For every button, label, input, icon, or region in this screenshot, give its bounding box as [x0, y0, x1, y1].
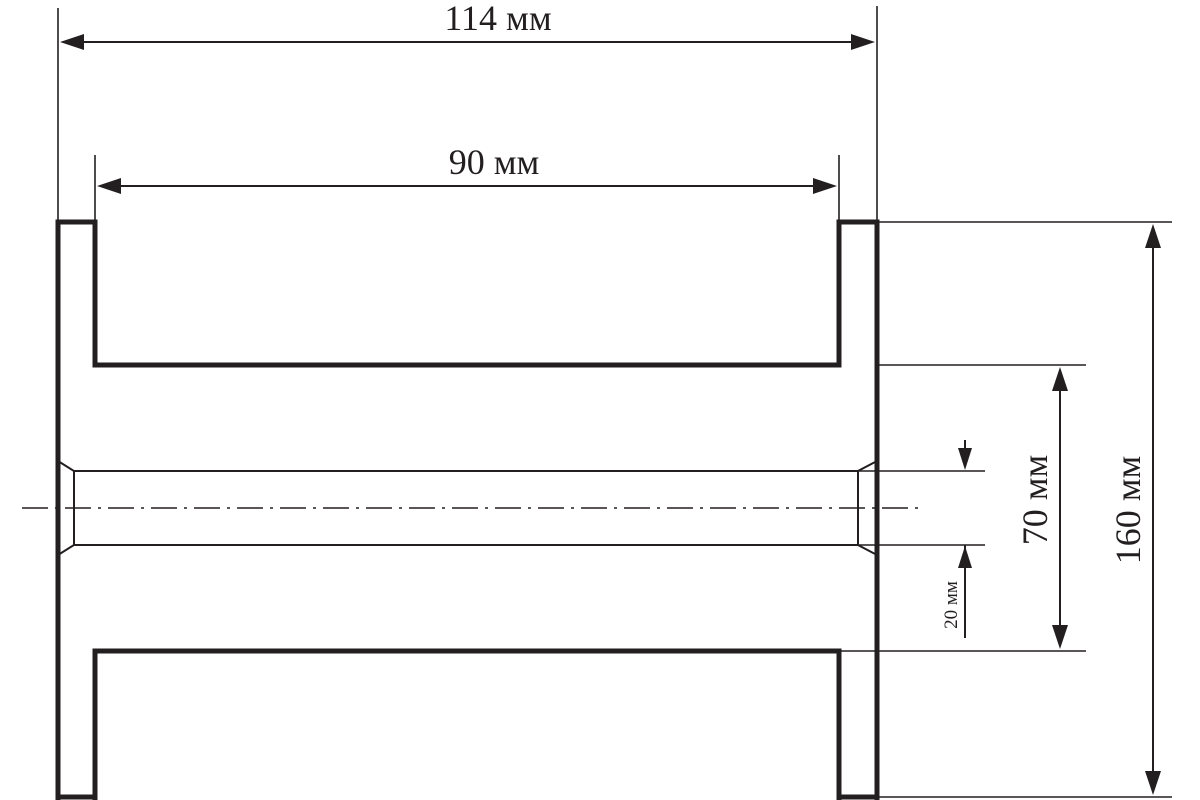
dim-bore-diameter: 20 мм — [858, 440, 985, 638]
arrow-top-20 — [958, 448, 972, 470]
label-bore-diameter: 20 мм — [941, 581, 962, 629]
spool-upper-profile — [55, 219, 880, 800]
arrow-left-90 — [97, 178, 121, 194]
arrow-bottom-20 — [958, 546, 972, 568]
spool-lower-profile — [92, 648, 842, 800]
arrow-right-114 — [851, 34, 875, 50]
arrow-left-114 — [60, 34, 84, 50]
label-inner-width: 90 мм — [449, 142, 540, 182]
arrow-bottom-160 — [1145, 771, 1161, 795]
dim-inner-width: 90 мм — [94, 142, 840, 222]
arrow-bottom-70 — [1052, 625, 1068, 649]
label-core-diameter: 70 мм — [1015, 455, 1055, 546]
arrow-top-160 — [1145, 224, 1161, 248]
spool-outline — [55, 219, 880, 800]
dim-flange-diameter: 160 мм — [877, 221, 1172, 798]
dim-overall-width: 114 мм — [57, 0, 878, 222]
label-overall-width: 114 мм — [444, 0, 551, 38]
arrow-top-70 — [1052, 367, 1068, 391]
dim-core-diameter: 70 мм — [839, 364, 1086, 652]
arrow-right-90 — [813, 178, 837, 194]
label-flange-diameter: 160 мм — [1108, 456, 1148, 565]
